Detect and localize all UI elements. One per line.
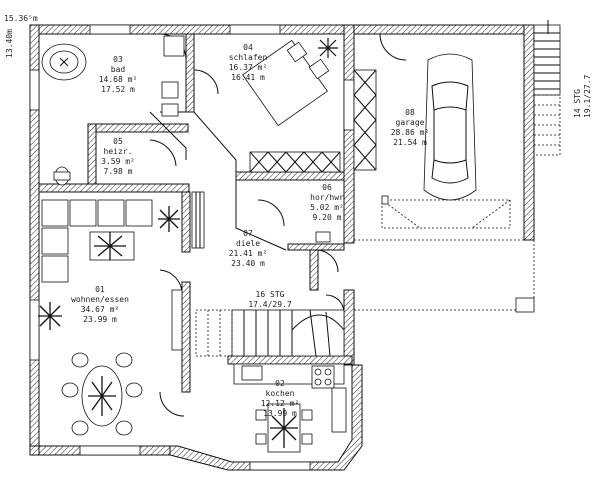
windows [29, 24, 355, 471]
room-02-perimeter: 13.99 m [263, 409, 297, 418]
room-02-name: kochen [266, 389, 295, 398]
room-08-number: 08 [405, 108, 415, 117]
room-08-area: 28.86 m² [391, 128, 430, 137]
room-04-number: 04 [243, 43, 253, 52]
room-04-area: 16.37 m² [229, 63, 268, 72]
room-01-number: 01 [95, 285, 105, 294]
living-furniture [38, 191, 205, 436]
room-07-area: 21.41 m² [229, 249, 268, 258]
room-01-perimeter: 23.99 m [83, 315, 117, 324]
room-02-number: 02 [275, 379, 285, 388]
room-02-area: 12.12 m² [261, 399, 300, 408]
room-01-name: wohnen/essen [71, 295, 129, 304]
washbasin-icon [315, 231, 331, 243]
diele-walls [149, 111, 287, 251]
bedroom-furniture [242, 38, 377, 173]
kitchen-fixtures [233, 363, 347, 453]
exterior-stairs [533, 20, 561, 156]
inner-stair [195, 309, 345, 357]
room-01-area: 34.67 m² [81, 305, 120, 314]
room-07-perimeter: 23.40 m [231, 259, 265, 268]
stair-label: 16 STG [256, 290, 285, 299]
walls [29, 24, 535, 471]
stair-ratio: 17.4/29.7 [248, 300, 292, 309]
room-05-perimeter: 7.98 m [104, 167, 133, 176]
dim-top-width: 15.36⁵m [4, 14, 38, 23]
room-07-name: diele [236, 239, 260, 248]
garage-car [354, 53, 535, 313]
room-06-name: hor/hwr [310, 193, 344, 202]
room-05-name: heizr. [104, 147, 133, 156]
room-08-name: garage [396, 118, 425, 127]
room-07-number: 07 [243, 229, 253, 238]
room-05-number: 05 [113, 137, 123, 146]
dim-stair-ratio: 19.1/27.7 [583, 74, 592, 118]
room-06-area: 5.02 m² [310, 203, 344, 212]
room-04-name: schlafen [229, 53, 268, 62]
room-05-area: 3.59 m² [101, 157, 135, 166]
room-06-number: 06 [322, 183, 332, 192]
dim-left-height: 13.40m [5, 29, 14, 58]
room-03-number: 03 [113, 55, 123, 64]
bathroom-fixtures [41, 35, 185, 186]
room-03-perimeter: 17.52 m [101, 85, 135, 94]
room-03-area: 14.68 m² [99, 75, 138, 84]
room-06-perimeter: 9.20 m [313, 213, 342, 222]
room-03-name: bad [111, 65, 126, 74]
room-08-perimeter: 21.54 m [393, 138, 427, 147]
room-04-perimeter: 16.41 m [231, 73, 265, 82]
dim-stair-right: 14 STG [573, 89, 582, 118]
